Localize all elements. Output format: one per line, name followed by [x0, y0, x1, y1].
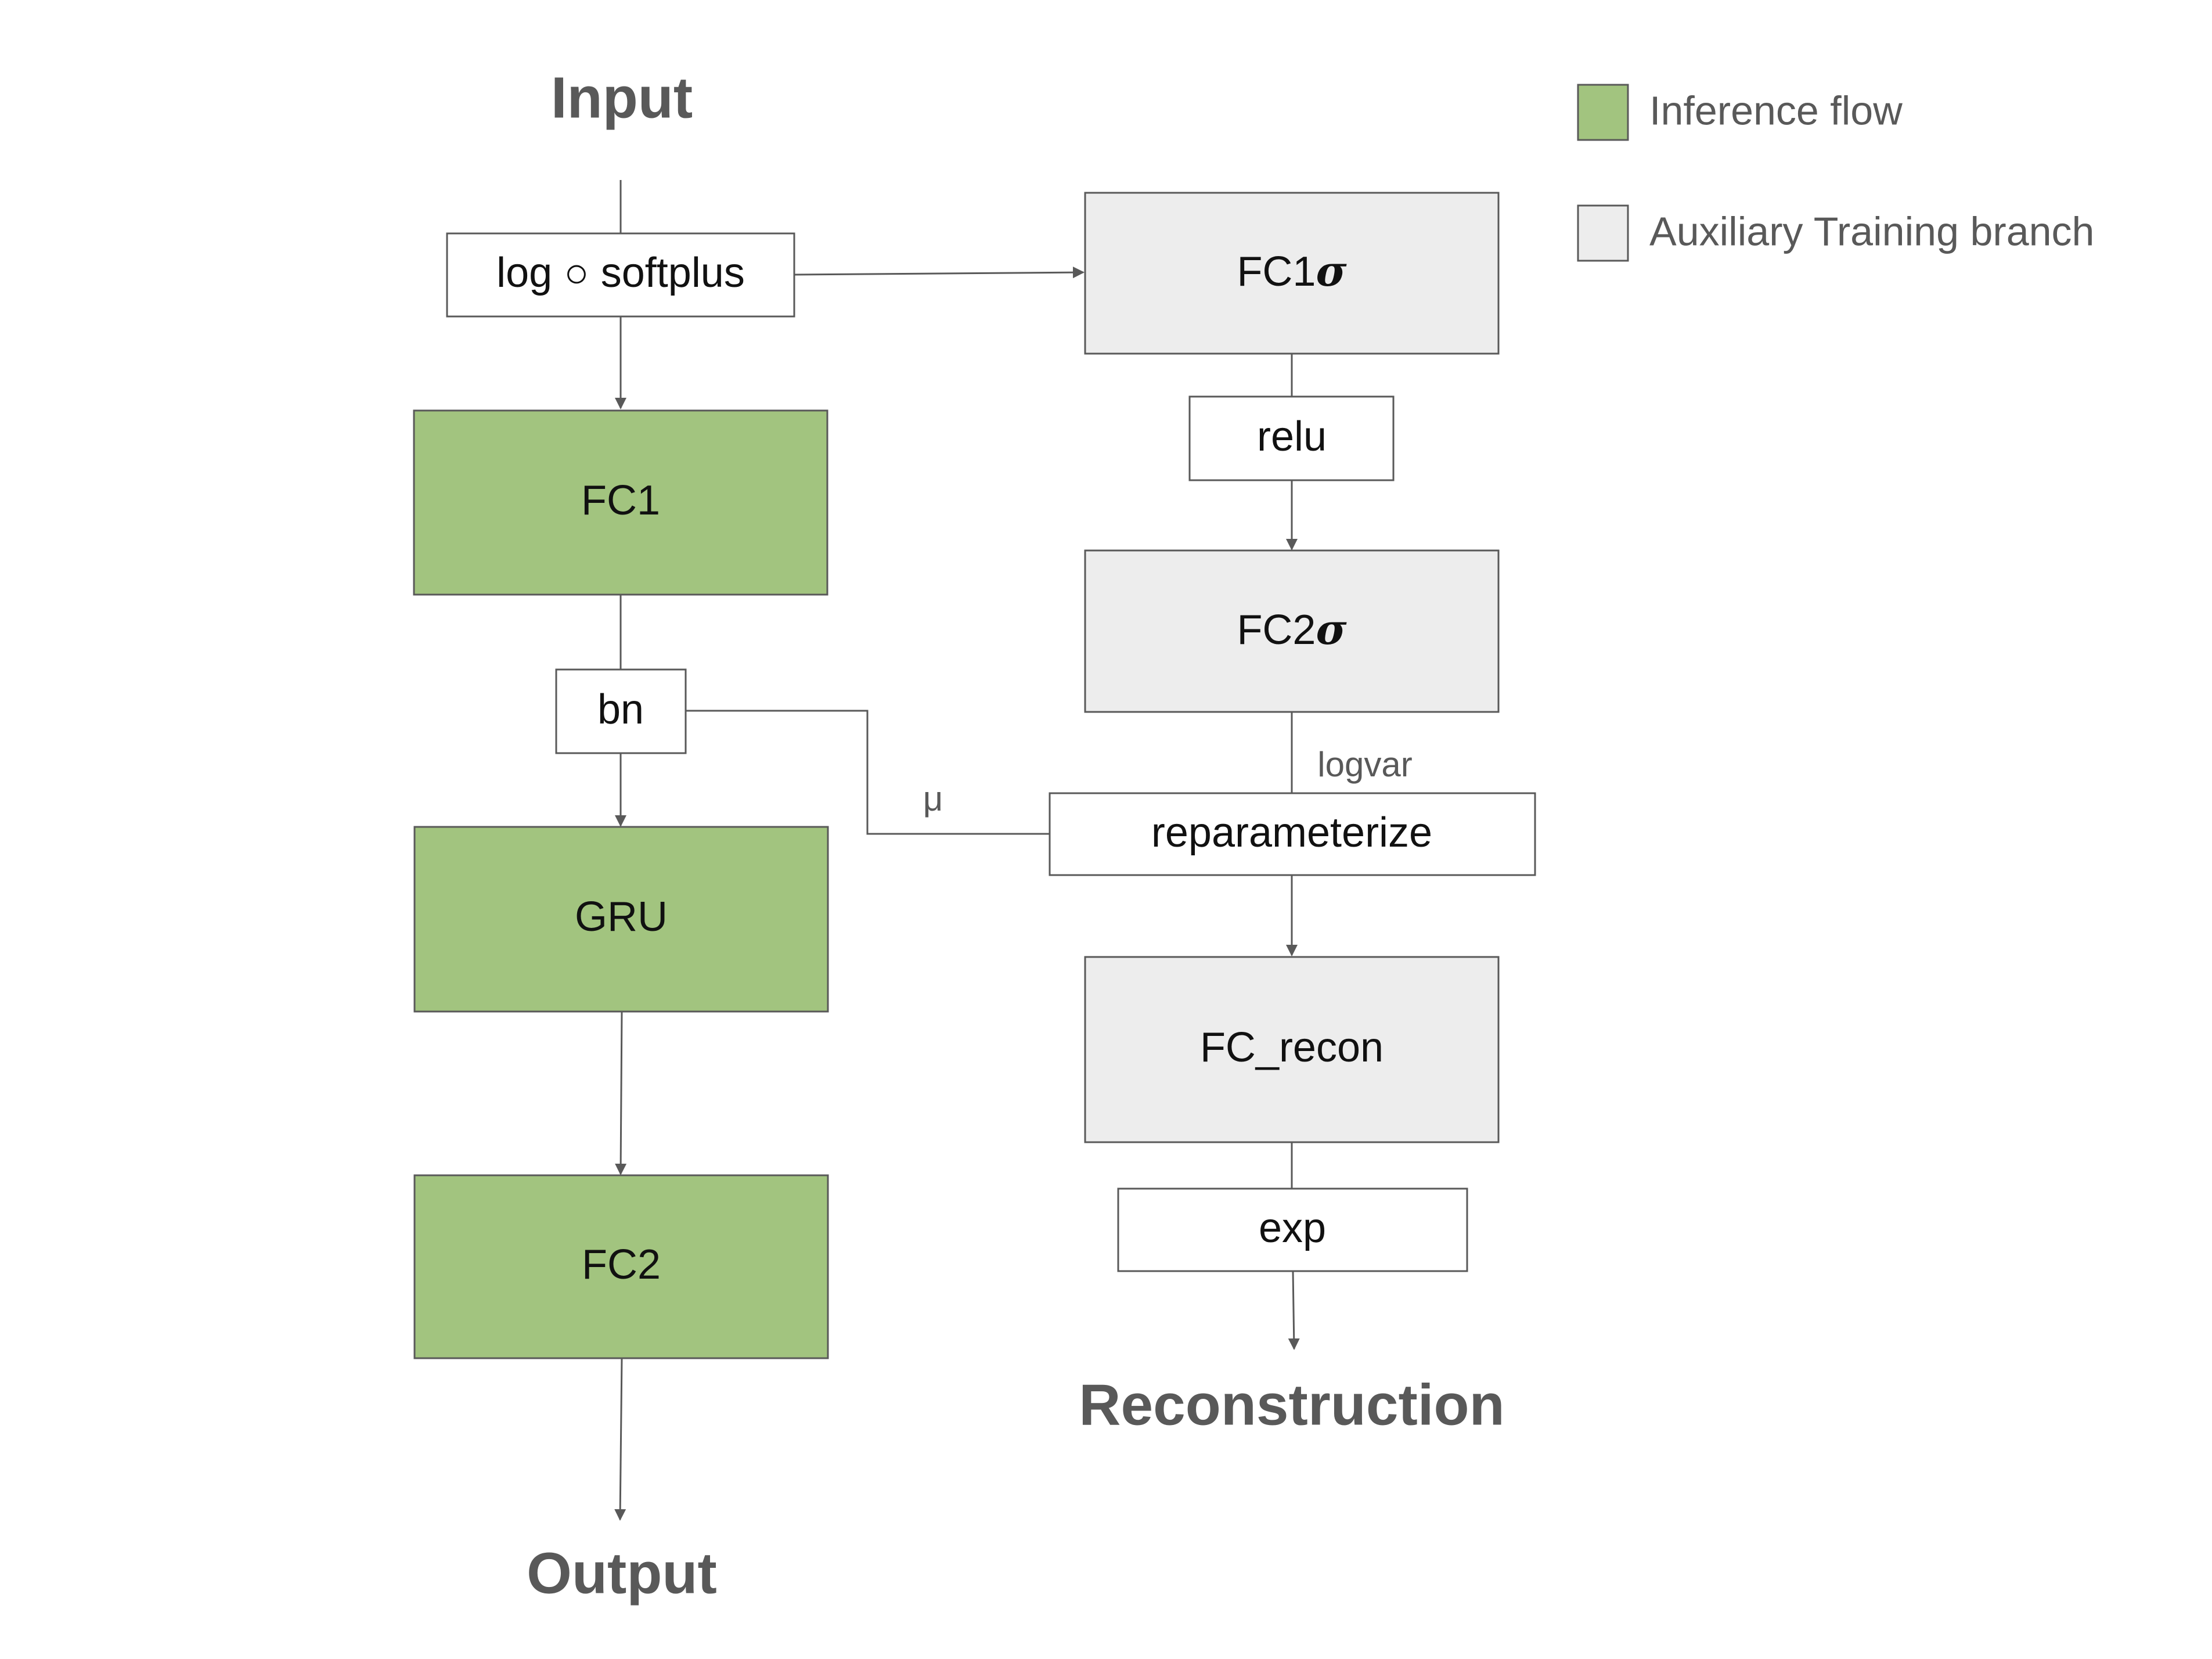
node-fc2: FC2	[413, 1174, 829, 1359]
logvar-label: logvar	[1317, 745, 1412, 784]
node-bn-label: bn	[597, 686, 644, 733]
node-reparameterize-label: reparameterize	[1151, 809, 1432, 856]
node-bn: bn	[555, 668, 687, 754]
connectors	[614, 180, 1300, 1521]
legend-swatch-auxiliary	[1577, 204, 1629, 262]
node-fc-recon-label: FC_recon	[1200, 1024, 1384, 1071]
node-exp: exp	[1117, 1187, 1468, 1272]
node-relu-label: relu	[1257, 413, 1327, 460]
arrow-fc2-to-output	[614, 1358, 626, 1521]
node-fc1-sigma: FC1σ	[1084, 192, 1500, 355]
sigma-symbol: σ	[1316, 246, 1347, 296]
arrow-gru-to-fc2	[615, 1011, 627, 1175]
input-title: Input	[551, 65, 693, 130]
node-fc2-sigma: FC2σ	[1084, 549, 1500, 713]
arrow-logsoftplus-to-fc1sigma	[794, 267, 1085, 279]
legend-swatch-inference	[1577, 84, 1629, 141]
legend-item-inference: Inference flow	[1577, 84, 1903, 141]
node-gru-label: GRU	[575, 894, 668, 940]
node-fc1-sigma-label: FC1σ	[1237, 246, 1347, 296]
node-fc2-sigma-label: FC2σ	[1237, 604, 1347, 654]
sigma-symbol: σ	[1316, 604, 1347, 654]
node-fc1-sigma-main: FC1	[1237, 249, 1316, 295]
node-fc-recon: FC_recon	[1084, 956, 1500, 1143]
mu-label: μ	[923, 779, 943, 818]
output-title: Output	[527, 1541, 717, 1606]
node-fc2-sigma-main: FC2	[1237, 607, 1316, 653]
connector-bn-to-reparameterize-mu	[686, 710, 1050, 835]
node-relu: relu	[1188, 395, 1395, 481]
legend: Inference flow Auxiliary Training branch	[1577, 84, 2094, 262]
node-log-softplus: log ○ softplus	[446, 232, 795, 318]
legend-label-auxiliary: Auxiliary Training branch	[1649, 208, 2094, 254]
node-fc1-label: FC1	[581, 477, 660, 524]
node-reparameterize: reparameterize	[1049, 792, 1536, 876]
reconstruction-title: Reconstruction	[1079, 1372, 1504, 1437]
arrow-exp-to-reconstruction	[1288, 1271, 1300, 1350]
legend-label-inference: Inference flow	[1649, 88, 1903, 133]
node-log-softplus-label: log ○ softplus	[496, 250, 745, 296]
node-fc2-label: FC2	[582, 1241, 661, 1288]
node-exp-label: exp	[1259, 1205, 1326, 1251]
node-fc1: FC1	[413, 409, 828, 596]
legend-item-auxiliary: Auxiliary Training branch	[1577, 204, 2094, 262]
node-gru: GRU	[413, 826, 829, 1013]
